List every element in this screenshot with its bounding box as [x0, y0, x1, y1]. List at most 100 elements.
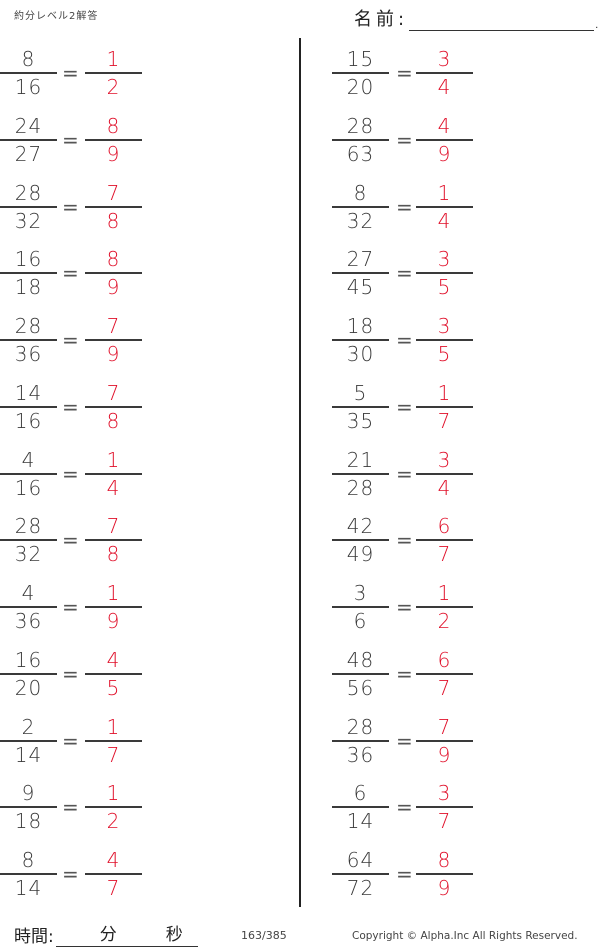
answer-numerator: 3 [437, 781, 452, 806]
answer-denominator: 2 [437, 609, 452, 633]
answer-numerator: 3 [437, 247, 452, 272]
fraction-bar [85, 339, 142, 341]
question-numerator: 16 [14, 247, 43, 272]
equals-sign: = [62, 795, 79, 820]
fraction-bar [416, 873, 473, 875]
answer-denominator: 7 [437, 675, 452, 700]
answer-numerator: 1 [437, 581, 452, 605]
fraction-bar [0, 138, 57, 141]
answer-numerator: 7 [106, 314, 121, 338]
fraction-bar [332, 672, 389, 675]
fraction-bar [85, 205, 142, 208]
equals-sign: = [62, 862, 79, 886]
question-numerator: 28 [346, 714, 375, 739]
fraction-bar [85, 72, 142, 74]
answer-denominator: 4 [437, 75, 452, 99]
question-numerator: 14 [14, 380, 43, 405]
fraction-bar [0, 72, 57, 74]
question-denominator: 36 [14, 342, 43, 366]
question-denominator: 18 [14, 275, 43, 300]
fraction-bar [332, 138, 389, 141]
fraction-bar [416, 205, 473, 208]
question-numerator: 8 [353, 180, 368, 205]
name-line-end-dot: . [595, 20, 599, 31]
equals-sign: = [62, 661, 79, 686]
equals-sign: = [62, 328, 79, 352]
equals-sign: = [62, 461, 79, 486]
answer-numerator: 7 [106, 380, 121, 405]
time-label: 時間: [14, 927, 54, 947]
fraction-bar [85, 539, 142, 542]
fraction-bar [85, 873, 142, 875]
question-denominator: 14 [14, 876, 43, 900]
equals-sign: = [62, 127, 79, 152]
question-denominator: 49 [346, 542, 375, 567]
time-input-line[interactable]: 分 秒 [55, 925, 198, 947]
answer-denominator: 9 [106, 141, 121, 166]
answer-numerator: 7 [106, 180, 121, 205]
fraction-bar [332, 72, 389, 74]
answer-numerator: 1 [106, 581, 121, 605]
question-denominator: 35 [346, 408, 375, 433]
fraction-bar [332, 806, 389, 809]
fraction-bar [0, 672, 57, 675]
answer-denominator: 9 [437, 141, 452, 166]
equals-sign: = [62, 728, 79, 753]
question-denominator: 20 [346, 75, 375, 99]
name-field-area: 名前: . [354, 5, 598, 31]
fraction-bar [416, 472, 473, 475]
question-numerator: 28 [346, 113, 375, 138]
question-denominator: 18 [14, 809, 43, 834]
answer-numerator: 1 [106, 47, 121, 71]
answer-denominator: 9 [106, 275, 121, 300]
fraction-bar [0, 405, 57, 408]
question-denominator: 16 [14, 408, 43, 433]
answer-denominator: 7 [437, 809, 452, 834]
fraction-bar [416, 806, 473, 809]
question-numerator: 5 [353, 380, 368, 405]
equals-sign: = [396, 394, 413, 419]
question-numerator: 24 [14, 113, 43, 138]
fraction-bar [332, 272, 389, 275]
equals-sign: = [396, 862, 413, 886]
fraction-bar [0, 739, 57, 742]
name-input-line[interactable] [409, 11, 595, 31]
question-denominator: 45 [346, 275, 375, 300]
fraction-bar [85, 472, 142, 475]
question-numerator: 15 [346, 47, 375, 71]
answer-numerator: 8 [106, 247, 121, 272]
question-denominator: 14 [14, 742, 43, 767]
